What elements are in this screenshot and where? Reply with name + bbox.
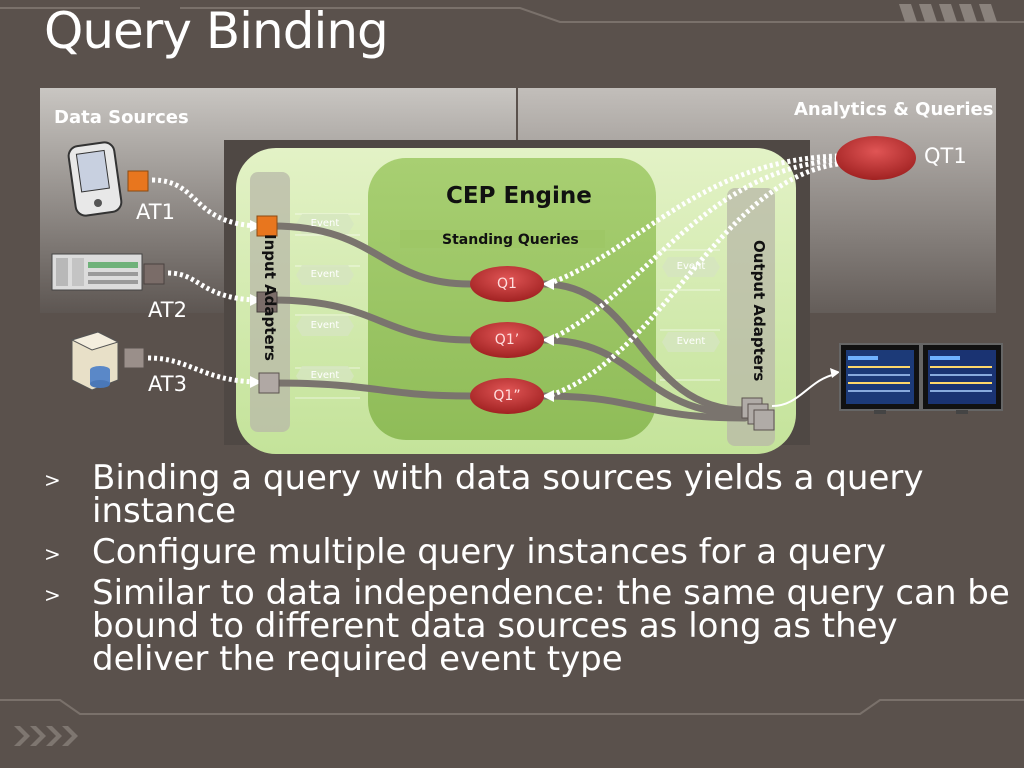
corner-stripes <box>899 4 997 22</box>
event-gears <box>296 214 720 386</box>
query-label-q1-double-prime: Q1” <box>493 388 521 404</box>
monitor-screens-icon <box>839 343 1003 414</box>
frame-lines <box>0 7 1024 715</box>
source-connector-at2 <box>143 263 165 285</box>
database-server-icon <box>70 331 120 391</box>
qt-arrowheads <box>542 278 554 402</box>
query-q1-double-prime[interactable] <box>470 378 544 414</box>
source-connector-at1 <box>127 170 149 192</box>
output-adapter-ports <box>741 397 775 431</box>
query-q1-prime[interactable] <box>470 322 544 358</box>
source-arrowheads <box>250 220 262 388</box>
event-label-2: Event <box>310 269 340 280</box>
standing-queries-label: Standing Queries <box>442 232 579 248</box>
bullet-list: > Binding a query with data sources yiel… <box>44 461 1019 684</box>
input-adapter-port-1 <box>256 215 278 237</box>
input-adapter-port-3 <box>258 372 280 394</box>
bullet-item: > Binding a query with data sources yiel… <box>44 461 1019 528</box>
query-template-qt1[interactable] <box>836 136 916 180</box>
query-label-q1: Q1 <box>497 276 517 292</box>
bullet-marker-icon: > <box>44 583 61 607</box>
output-adapters-label: Output Adapters <box>750 240 768 382</box>
event-label-1: Event <box>310 218 340 229</box>
query-template-label: QT1 <box>924 144 967 168</box>
bullet-item: > Configure multiple query instances for… <box>44 535 1019 569</box>
bullet-marker-icon: > <box>44 468 61 492</box>
input-adapter-port-2 <box>256 291 278 313</box>
server-rack-icon <box>51 253 143 291</box>
bullet-text: Similar to data independence: the same q… <box>92 573 1010 679</box>
handheld-device-icon <box>67 141 123 217</box>
chevron-decoration <box>14 726 78 746</box>
standing-queries-band <box>400 230 605 248</box>
bullet-text: Binding a query with data sources yields… <box>92 458 924 531</box>
output-arrowhead <box>830 368 840 378</box>
bullet-item: > Similar to data independence: the same… <box>44 576 1019 676</box>
source-connector-at3 <box>123 347 145 369</box>
output-arrow <box>771 373 837 407</box>
qt-arrows <box>547 153 839 399</box>
analytics-queries-label: Analytics & Queries <box>794 99 994 120</box>
output-adapter-column <box>727 188 775 446</box>
cep-engine-title: CEP Engine <box>446 183 592 209</box>
query-q1[interactable] <box>470 266 544 302</box>
event-label-3: Event <box>310 320 340 331</box>
bullet-marker-icon: > <box>44 542 61 566</box>
data-sources-label: Data Sources <box>54 107 189 128</box>
slide-title: Query Binding <box>44 2 389 60</box>
source-label-at1: AT1 <box>136 200 175 224</box>
event-label-5: Event <box>676 261 706 272</box>
source-label-at3: AT3 <box>148 372 187 396</box>
bullet-text: Configure multiple query instances for a… <box>92 532 887 572</box>
source-arrows <box>147 177 257 385</box>
query-label-q1-prime: Q1’ <box>494 332 520 348</box>
event-label-4: Event <box>310 370 340 381</box>
source-label-at2: AT2 <box>148 298 187 322</box>
flow-tubes <box>268 222 749 422</box>
event-label-6: Event <box>676 336 706 347</box>
input-adapters-label: Input Adapters <box>261 234 279 361</box>
